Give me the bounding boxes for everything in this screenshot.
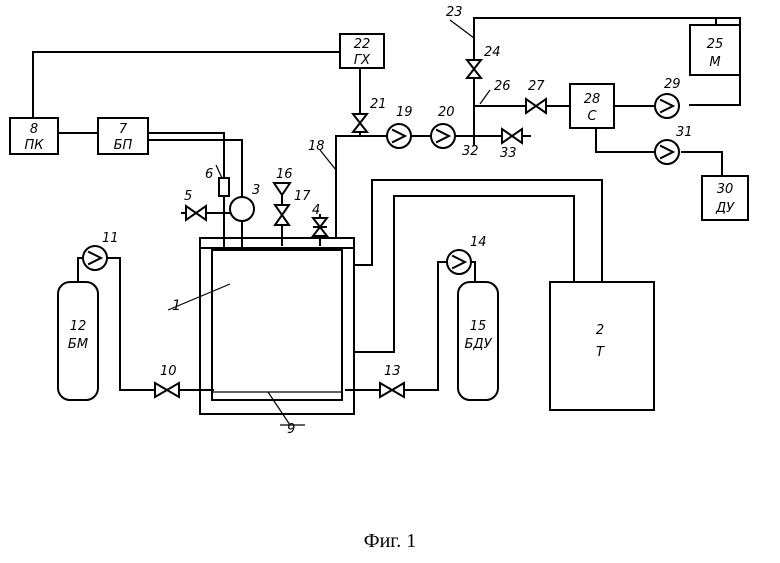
block-22-number: 22 <box>354 37 371 52</box>
valve-4 <box>313 218 327 236</box>
label-33: 33 <box>500 146 517 161</box>
label-26: 26 <box>494 79 511 94</box>
label-20: 20 <box>438 105 455 120</box>
block-22: 22 ГХ <box>340 34 384 68</box>
block-8-code: ПК <box>24 138 44 153</box>
sensor-6 <box>219 178 229 196</box>
label-21: 21 <box>370 97 387 112</box>
cylinder-15-code: БДУ <box>465 337 493 352</box>
figure-caption: Фиг. 1 <box>0 530 780 553</box>
label-16: 16 <box>276 167 293 182</box>
cylinder-12-code: БМ <box>68 337 88 352</box>
block-7: 7 БП <box>98 118 148 154</box>
block-28-number: 28 <box>584 92 601 107</box>
label-27: 27 <box>528 79 545 94</box>
tank-2: 2 Т <box>550 282 654 410</box>
valve-27 <box>526 99 546 113</box>
label-3: 3 <box>252 183 260 198</box>
cylinder-12-number: 12 <box>70 319 87 334</box>
block-30-code: ДУ <box>715 201 735 216</box>
valve-10 <box>155 383 179 397</box>
pump-14 <box>447 250 471 274</box>
label-18: 18 <box>308 139 325 154</box>
label-14: 14 <box>470 235 487 250</box>
label-17: 17 <box>294 189 311 204</box>
label-6: 6 <box>205 167 213 182</box>
label-19: 19 <box>396 105 413 120</box>
valve-21 <box>353 114 367 132</box>
block-28: 28 С <box>570 84 614 128</box>
label-23: 23 <box>446 5 463 20</box>
label-31: 31 <box>676 125 693 140</box>
pump-31 <box>655 140 679 164</box>
valve-16 <box>274 183 290 195</box>
label-5: 5 <box>184 189 192 204</box>
valve-13 <box>380 383 404 397</box>
pump-29 <box>655 94 679 118</box>
cylinder-15: 15 БДУ <box>458 282 498 400</box>
label-9: 9 <box>287 422 295 437</box>
cylinder-12: 12 БМ <box>58 282 98 400</box>
label-10: 10 <box>160 364 177 379</box>
block-30: 30 ДУ <box>702 176 748 220</box>
tank-2-number: 2 <box>596 323 604 338</box>
block-7-number: 7 <box>119 122 128 137</box>
pump-20 <box>431 124 455 148</box>
label-24: 24 <box>484 45 501 60</box>
label-11: 11 <box>102 231 119 246</box>
pump-19 <box>387 124 411 148</box>
block-8: 8 ПК <box>10 118 58 154</box>
gauge-3 <box>230 197 254 221</box>
valve-33 <box>502 129 530 143</box>
label-32: 32 <box>462 144 479 159</box>
cylinder-15-number: 15 <box>470 319 487 334</box>
label-1: 1 <box>172 298 181 314</box>
tank-2-code: Т <box>596 345 605 360</box>
valve-24 <box>467 60 481 78</box>
vessel-1 <box>168 238 354 425</box>
block-8-number: 8 <box>30 122 38 137</box>
valve-17 <box>275 205 289 225</box>
block-25-number: 25 <box>707 37 724 52</box>
label-29: 29 <box>664 77 681 92</box>
block-28-code: С <box>587 109 597 124</box>
block-25-code: М <box>709 55 720 70</box>
valve-5 <box>186 206 206 220</box>
pump-11 <box>83 246 107 270</box>
block-7-code: БП <box>114 138 133 153</box>
label-13: 13 <box>384 364 401 379</box>
block-22-code: ГХ <box>354 53 371 68</box>
block-25: 25 М <box>690 25 740 75</box>
label-4: 4 <box>312 203 320 218</box>
block-30-number: 30 <box>717 182 734 197</box>
